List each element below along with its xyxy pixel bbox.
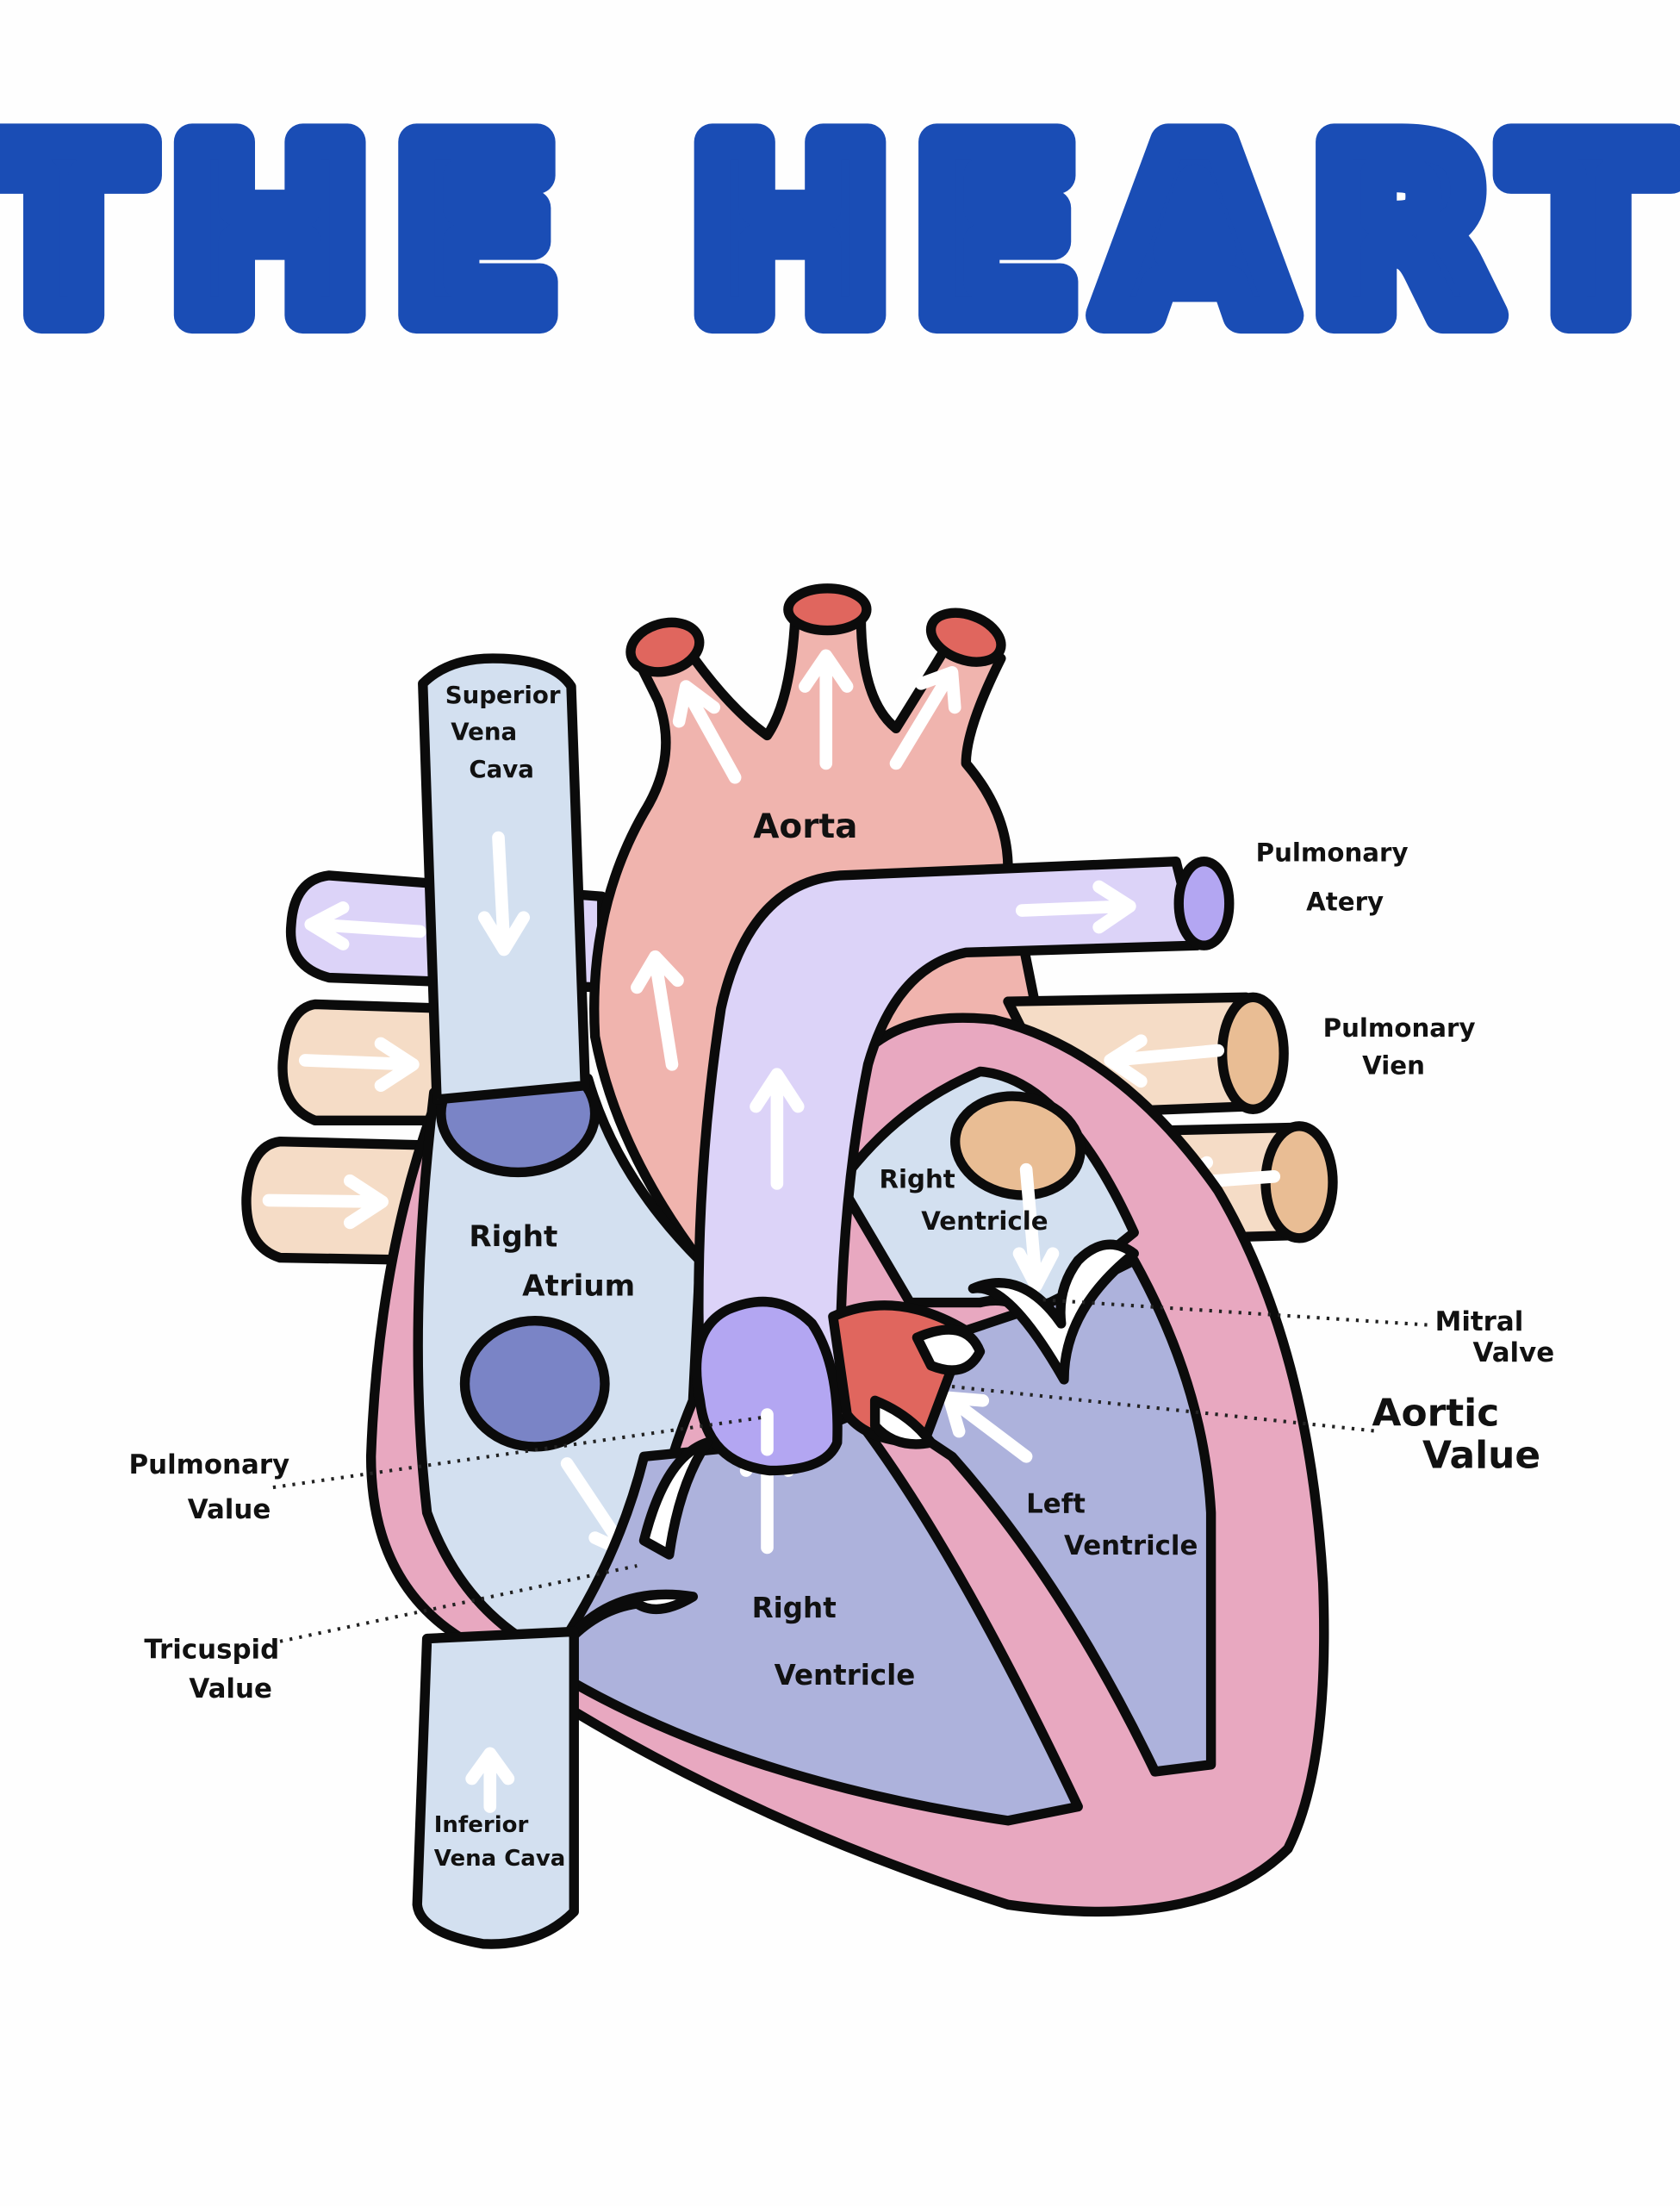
label-tricuspid-valve: Tricuspid Value — [144, 1634, 289, 1704]
label-right-atrium: Right Atrium — [469, 1220, 635, 1304]
label-inferior-vena-cava: Inferior Vena Cava — [434, 1812, 566, 1872]
label-aortic-valve: Aortic Value — [1372, 1392, 1541, 1478]
labels: Superior Vena Cava Aorta Pulmonary Atery… — [129, 681, 1555, 1872]
title-text: THE HEART — [0, 96, 1680, 372]
label-pulmonary-valve: Pulmonary Value — [129, 1449, 299, 1525]
superior-vena-cava — [418, 653, 590, 1105]
label-pulmonary-artery: Pulmonary Atery — [1256, 838, 1417, 917]
label-superior-vena-cava: Superior Vena Cava — [445, 681, 569, 783]
label-mitral-valve: Mitral Valve — [1435, 1306, 1555, 1368]
leader-lines — [272, 1298, 1428, 1643]
valves — [548, 1239, 1139, 1665]
label-pulmonary-vein: Pulmonary Vien — [1323, 1013, 1484, 1081]
ivc-opening — [459, 1316, 610, 1452]
label-aorta: Aorta — [753, 807, 857, 846]
tricuspid-valve-shape — [548, 1589, 699, 1665]
label-right-ventricle: Right Ventricle — [752, 1592, 916, 1692]
title: THE HEART — [0, 78, 1680, 390]
label-left-ventricle: Left Ventricle — [1026, 1488, 1198, 1561]
label-upper-right-ventricle: Right Ventricle — [880, 1164, 1048, 1236]
pulmonary-artery — [694, 857, 1235, 1385]
inferior-vena-cava — [412, 1626, 579, 1949]
mitral-valve-shape — [968, 1239, 1139, 1385]
pulmonary-valve-shape — [691, 1296, 843, 1476]
